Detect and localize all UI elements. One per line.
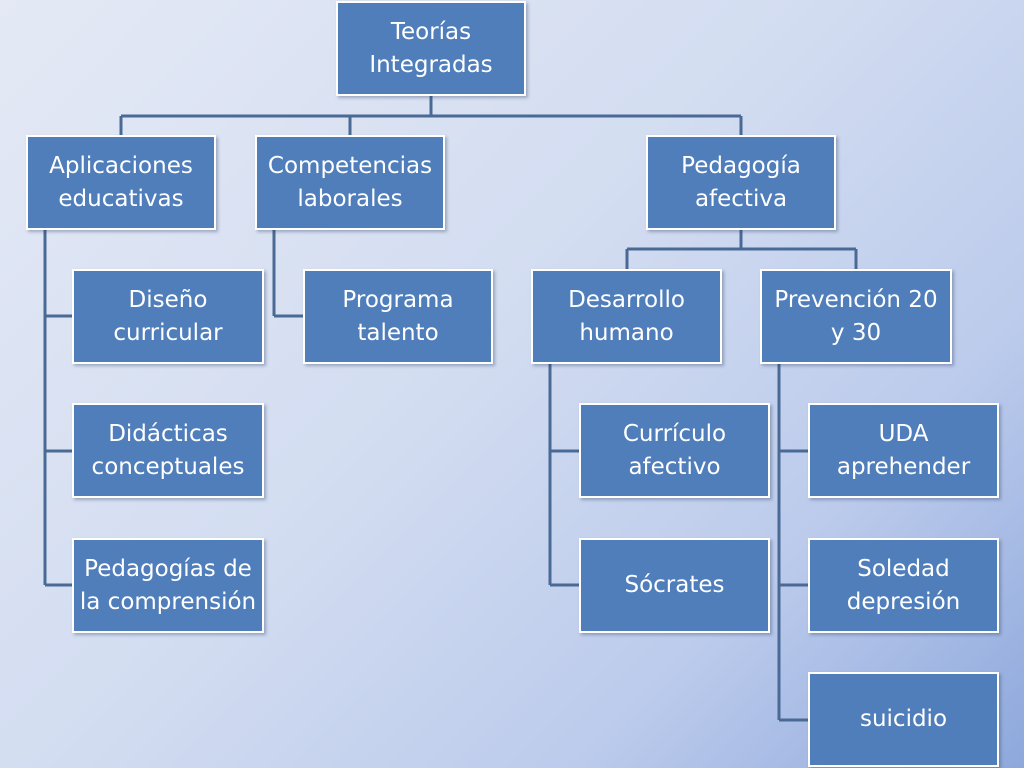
- node-socrates: Sócrates: [579, 538, 770, 633]
- node-desarrollo-humano: Desarrollo humano: [531, 269, 722, 364]
- node-label: Diseño curricular: [113, 286, 223, 346]
- node-pedagogias-comprension: Pedagogías de la comprensión: [72, 538, 264, 633]
- node-label: Soledad depresión: [846, 555, 961, 615]
- node-teorias-integradas: Teorías Integradas: [336, 1, 526, 96]
- node-label: Competencias laborales: [267, 152, 433, 212]
- node-suicidio: suicidio: [808, 672, 999, 767]
- node-pedagogia-afectiva: Pedagogía afectiva: [646, 135, 836, 230]
- node-label: Sócrates: [624, 572, 725, 598]
- node-didacticas-conceptuales: Didácticas conceptuales: [72, 403, 264, 498]
- node-uda-aprehender: UDA aprehender: [808, 403, 999, 498]
- node-competencias-laborales: Competencias laborales: [255, 135, 445, 230]
- node-label: Currículo afectivo: [622, 420, 727, 480]
- node-label: Prevención 20 y 30: [774, 286, 938, 346]
- node-label: Pedagogía afectiva: [681, 152, 801, 212]
- node-label: Desarrollo humano: [568, 286, 685, 346]
- node-label: Aplicaciones educativas: [49, 152, 193, 212]
- node-label: suicidio: [859, 706, 948, 732]
- node-aplicaciones-educativas: Aplicaciones educativas: [26, 135, 216, 230]
- node-label: UDA aprehender: [836, 420, 971, 480]
- node-curriculo-afectivo: Currículo afectivo: [579, 403, 770, 498]
- node-label: Pedagogías de la comprensión: [79, 555, 257, 615]
- node-label: Programa talento: [342, 286, 454, 346]
- node-prevencion-20-30: Prevención 20 y 30: [760, 269, 952, 364]
- node-soledad-depresion: Soledad depresión: [808, 538, 999, 633]
- node-label: Didácticas conceptuales: [91, 420, 245, 480]
- node-diseno-curricular: Diseño curricular: [72, 269, 264, 364]
- node-programa-talento: Programa talento: [303, 269, 493, 364]
- node-label: Teorías Integradas: [369, 18, 493, 78]
